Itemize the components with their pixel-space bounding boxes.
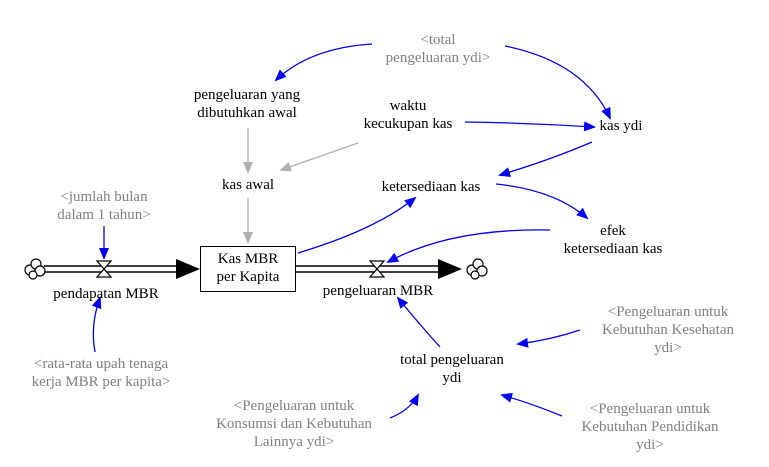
source-cloud-icon (24, 258, 46, 280)
flow-pengeluaran-label[interactable]: pengeluaran MBR (322, 283, 434, 299)
link-kesehatan-to-total (516, 329, 581, 348)
var-total-pengeluaran[interactable]: total pengeluaran ydi (400, 352, 504, 386)
var-kas-ydi[interactable]: kas ydi (599, 118, 643, 134)
link-waktu-to-kas-ydi (464, 121, 596, 132)
outflow-valve-icon[interactable] (368, 260, 386, 278)
link-total-shadow-to-kas-ydi (504, 45, 611, 120)
inflow-pipe (44, 259, 200, 279)
inflow-valve-icon[interactable] (95, 260, 113, 278)
flow-pendapatan-label[interactable]: pendapatan MBR (53, 286, 159, 302)
link-pendidikan-to-total (500, 392, 563, 417)
stock-kas-mbr-label: Kas MBR per Kapita (216, 251, 280, 285)
var-pengeluaran-awal[interactable]: pengeluaran yang dibutuhkan awal (193, 87, 301, 121)
link-rata-upah-to-inflow (91, 296, 102, 353)
link-total-shadow-to-pengeluaran-awal (274, 43, 373, 82)
sink-cloud-icon (466, 258, 488, 280)
stock-kas-mbr-box[interactable] (200, 246, 296, 292)
causal-links (91, 43, 611, 419)
outflow-pipe (296, 259, 462, 279)
link-total-to-outflow (396, 296, 441, 348)
var-ketersediaan-kas[interactable]: ketersediaan kas (381, 179, 481, 195)
link-kas-ydi-to-ketersediaan (498, 141, 593, 177)
initial-value-links (243, 128, 359, 244)
shadow-kesehatan[interactable]: <Pengeluaran untuk Kebutuhan Kesehatan y… (601, 304, 735, 356)
link-ketersediaan-to-efek (495, 183, 589, 220)
shadow-total-pengeluaran[interactable]: <total pengeluaran ydi> (385, 32, 491, 66)
link-stock-to-ketersediaan (297, 196, 417, 254)
shadow-pendidikan[interactable]: <Pengeluaran untuk Kebutuhan Pendidikan … (581, 401, 719, 453)
shadow-rata-upah[interactable]: <rata-rata upah tenaga kerja MBR per kap… (31, 356, 171, 390)
var-efek-ketersediaan[interactable]: efek ketersediaan kas (563, 223, 663, 257)
var-waktu-kecukupan[interactable]: waktu kecukupan kas (363, 98, 453, 132)
link-efek-to-outflow (386, 229, 551, 263)
shadow-jumlah-bulan[interactable]: <jumlah bulan dalam 1 tahun> (57, 189, 151, 223)
link-konsumsi-to-total (389, 393, 419, 419)
shadow-konsumsi[interactable]: <Pengeluaran untuk Konsumsi dan Kebutuha… (216, 398, 372, 450)
var-kas-awal[interactable]: kas awal (221, 177, 275, 193)
link-waktu-to-kas-awal (279, 142, 359, 172)
